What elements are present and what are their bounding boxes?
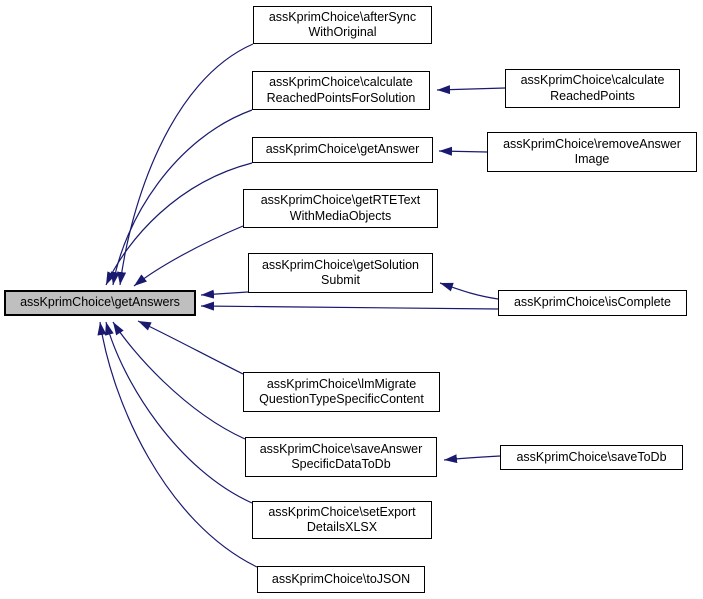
node-removeAnswerImage[interactable]: assKprimChoice\removeAnswer Image <box>487 132 697 172</box>
edge-afterSyncWithOriginal-to-getAnswers <box>117 43 254 286</box>
node-getSolutionSubmit[interactable]: assKprimChoice\getSolution Submit <box>248 253 433 293</box>
edge-getAnswer-to-getAnswers <box>105 162 253 286</box>
edge-lmMigrateQuestionTypeSpecificContent-to-getAnswers <box>137 320 244 375</box>
edge-getSolutionSubmit-to-getAnswers <box>200 289 249 299</box>
edge-toJSON-to-getAnswers <box>97 321 258 568</box>
node-saveToDb[interactable]: assKprimChoice\saveToDb <box>500 445 683 470</box>
edge-setExportDetailsXLSX-to-getAnswers <box>105 321 253 504</box>
node-isComplete[interactable]: assKprimChoice\isComplete <box>498 290 687 316</box>
edge-calculateReachedPoints-to-calculateReachedPointsForSolution <box>436 85 506 95</box>
node-getAnswers: assKprimChoice\getAnswers <box>4 290 196 316</box>
edge-saveAnswerSpecificDataToDb-to-getAnswers <box>112 321 246 440</box>
node-toJSON[interactable]: assKprimChoice\toJSON <box>257 566 425 593</box>
node-lmMigrateQuestionTypeSpecificContent[interactable]: assKprimChoice\lmMigrate QuestionTypeSpe… <box>243 372 440 412</box>
node-getAnswer[interactable]: assKprimChoice\getAnswer <box>252 137 433 163</box>
edge-removeAnswerImage-to-getAnswer <box>438 146 488 156</box>
edge-saveToDb-to-saveAnswerSpecificDataToDb <box>443 454 501 464</box>
node-calculateReachedPoints[interactable]: assKprimChoice\calculate ReachedPoints <box>505 69 680 108</box>
node-setExportDetailsXLSX[interactable]: assKprimChoice\setExport DetailsXLSX <box>252 501 432 539</box>
edge-calculateReachedPointsForSolution-to-getAnswers <box>110 109 253 286</box>
edge-isComplete-to-getSolutionSubmit <box>439 282 499 300</box>
edge-getRTETextWithMediaObjects-to-getAnswers <box>133 225 244 287</box>
node-calculateReachedPointsForSolution[interactable]: assKprimChoice\calculate ReachedPointsFo… <box>252 71 430 110</box>
node-afterSyncWithOriginal[interactable]: assKprimChoice\afterSync WithOriginal <box>253 6 432 44</box>
edge-isComplete-to-getAnswers <box>200 301 499 311</box>
node-saveAnswerSpecificDataToDb[interactable]: assKprimChoice\saveAnswer SpecificDataTo… <box>245 437 437 477</box>
node-getRTETextWithMediaObjects[interactable]: assKprimChoice\getRTEText WithMediaObjec… <box>243 189 438 228</box>
